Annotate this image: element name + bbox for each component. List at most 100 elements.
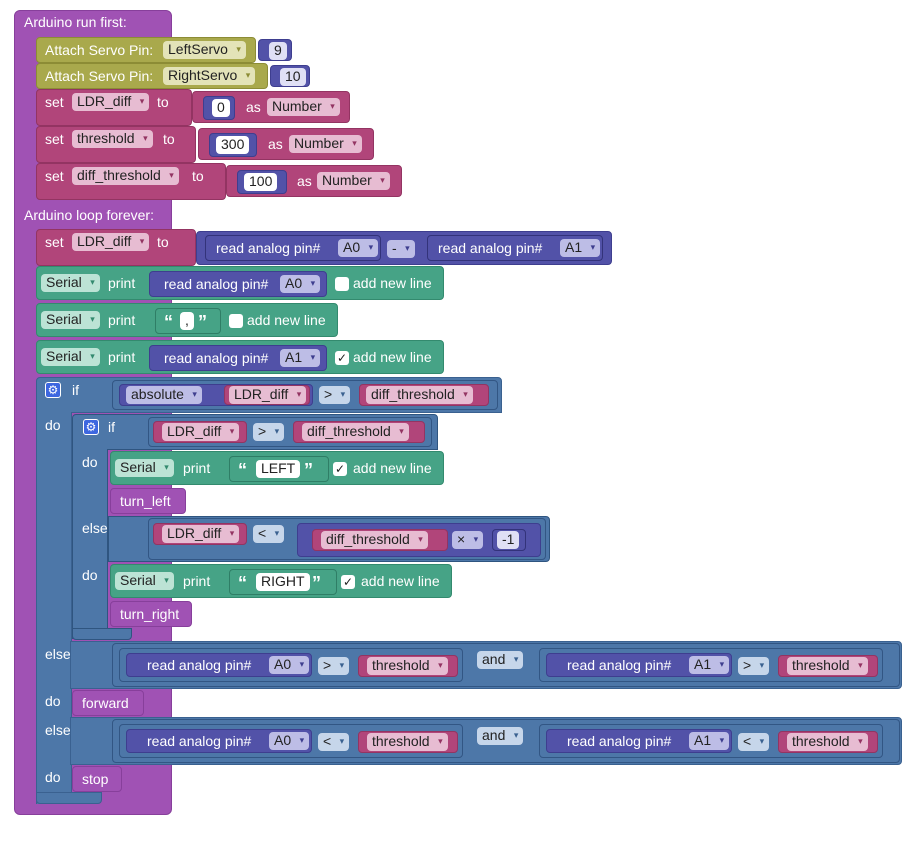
number-field[interactable]: 0 (212, 99, 230, 117)
forward-block[interactable]: forward (72, 690, 144, 716)
read-analog-block[interactable]: read analog pin# A1▾ (546, 729, 732, 753)
logic-operator-dropdown[interactable]: and▾ (477, 651, 524, 669)
serial-print-block[interactable]: Serial▾ print “ , ” add new line (36, 303, 338, 337)
serial-print-block[interactable]: Serial▾ print “ RIGHT ” ✓ add new line (110, 564, 452, 598)
compare-block[interactable]: LDR_diff▾ >▾ diff_threshold▾ (148, 417, 432, 447)
turn-right-block[interactable]: turn_right (110, 601, 192, 627)
variable-dropdown[interactable]: LDR_diff▾ (72, 233, 150, 251)
number-cast-block[interactable]: 300 as Number▾ (198, 128, 374, 160)
servo-dropdown[interactable]: LeftServo▾ (163, 41, 246, 59)
variable-block[interactable]: threshold▾ (778, 731, 878, 753)
variable-dropdown[interactable]: threshold▾ (787, 657, 868, 675)
variable-dropdown[interactable]: threshold▾ (367, 657, 448, 675)
multiply-block[interactable]: diff_threshold▾ ×▾ -1 (297, 523, 541, 557)
compare-block[interactable]: read analog pin# A0▾ <▾ threshold▾ (119, 724, 463, 758)
number-block[interactable]: 300 (209, 133, 257, 157)
read-analog-block[interactable]: read analog pin# A1▾ (149, 345, 327, 371)
pin-dropdown[interactable]: A1▾ (689, 732, 730, 750)
logic-operator-dropdown[interactable]: and▾ (477, 727, 524, 745)
variable-dropdown[interactable]: threshold▾ (367, 733, 448, 751)
text-block[interactable]: “ LEFT ” (229, 456, 329, 482)
variable-dropdown[interactable]: LDR_diff▾ (162, 525, 240, 543)
newline-checkbox[interactable]: ✓ (333, 462, 347, 476)
logic-and-block[interactable]: read analog pin# A0▾ >▾ threshold▾ and▾ … (112, 643, 900, 687)
variable-dropdown[interactable]: LDR_diff▾ (162, 423, 240, 441)
type-dropdown[interactable]: Number▾ (317, 172, 390, 190)
variable-block[interactable]: LDR_diff▾ (224, 385, 310, 405)
compare-operator-dropdown[interactable]: >▾ (318, 657, 350, 675)
read-analog-block[interactable]: read analog pin# A0▾ (126, 653, 312, 677)
newline-checkbox[interactable] (335, 277, 349, 291)
gear-icon[interactable]: ⚙ (83, 419, 99, 435)
pin-dropdown[interactable]: A1▾ (689, 656, 730, 674)
logic-and-block[interactable]: read analog pin# A0▾ <▾ threshold▾ and▾ … (112, 719, 900, 763)
compare-operator-dropdown[interactable]: >▾ (253, 423, 285, 441)
compare-operator-dropdown[interactable]: <▾ (318, 733, 350, 751)
variable-dropdown[interactable]: LDR_diff▾ (72, 93, 150, 111)
arithmetic-block[interactable]: read analog pin# A0▾ -▾ read analog pin#… (196, 231, 612, 265)
stop-block[interactable]: stop (72, 766, 122, 792)
read-analog-block[interactable]: read analog pin# A0▾ (149, 271, 327, 297)
compare-block[interactable]: LDR_diff▾ <▾ diff_threshold▾ ×▾ -1 (148, 518, 546, 560)
type-dropdown[interactable]: Number▾ (289, 135, 362, 153)
variable-dropdown[interactable]: diff_threshold▾ (321, 531, 428, 549)
compare-operator-dropdown[interactable]: <▾ (738, 733, 770, 751)
serial-dropdown[interactable]: Serial▾ (115, 572, 174, 590)
pin-dropdown[interactable]: A0▾ (280, 275, 321, 293)
compare-block[interactable]: read analog pin# A0▾ >▾ threshold▾ (119, 648, 463, 682)
variable-block[interactable]: LDR_diff▾ (153, 523, 247, 545)
pin-dropdown[interactable]: A0▾ (338, 239, 379, 257)
servo-dropdown[interactable]: RightServo▾ (163, 67, 256, 85)
compare-operator-dropdown[interactable]: >▾ (738, 657, 770, 675)
pin-dropdown[interactable]: A0▾ (269, 732, 310, 750)
variable-block[interactable]: threshold▾ (358, 655, 458, 677)
set-variable-block[interactable]: set LDR_diff▾ to (36, 229, 196, 266)
pin-dropdown[interactable]: A1▾ (560, 239, 601, 257)
number-field[interactable]: -1 (497, 531, 520, 549)
pin-number-field[interactable]: 9 (269, 42, 287, 60)
read-analog-block[interactable]: read analog pin# A0▾ (126, 729, 312, 753)
serial-print-block[interactable]: Serial▾ print read analog pin# A1▾ ✓ add… (36, 340, 444, 374)
set-variable-block[interactable]: set diff_threshold▾ to (36, 163, 226, 200)
read-analog-block[interactable]: read analog pin# A0▾ (205, 235, 381, 261)
absolute-block[interactable]: absolute▾ LDR_diff▾ (119, 384, 313, 406)
math-operator-dropdown[interactable]: ×▾ (452, 531, 484, 549)
pin-dropdown[interactable]: A0▾ (269, 656, 310, 674)
newline-checkbox[interactable] (229, 314, 243, 328)
gear-icon[interactable]: ⚙ (45, 382, 61, 398)
read-analog-block[interactable]: read analog pin# A1▾ (546, 653, 732, 677)
math-function-dropdown[interactable]: absolute▾ (126, 386, 202, 404)
variable-block[interactable]: diff_threshold▾ (312, 529, 448, 551)
newline-checkbox[interactable]: ✓ (335, 351, 349, 365)
set-variable-block[interactable]: set threshold▾ to (36, 126, 196, 163)
pin-dropdown[interactable]: A1▾ (280, 349, 321, 367)
pin-number-field[interactable]: 10 (280, 68, 306, 86)
serial-print-block[interactable]: Serial▾ print read analog pin# A0▾ add n… (36, 266, 444, 300)
number-field[interactable]: 300 (216, 136, 250, 154)
text-field[interactable]: LEFT (256, 460, 301, 478)
set-variable-block[interactable]: set LDR_diff▾ to (36, 89, 192, 126)
compare-operator-dropdown[interactable]: <▾ (253, 525, 285, 543)
serial-dropdown[interactable]: Serial▾ (41, 274, 100, 292)
compare-block[interactable]: read analog pin# A1▾ >▾ threshold▾ (539, 648, 883, 682)
variable-block[interactable]: LDR_diff▾ (153, 421, 247, 443)
number-block[interactable]: 0 (203, 96, 235, 120)
text-block[interactable]: “ , ” (155, 308, 221, 334)
text-field[interactable]: , (180, 312, 194, 330)
variable-dropdown[interactable]: threshold▾ (72, 130, 153, 148)
variable-dropdown[interactable]: diff_threshold▾ (302, 423, 409, 441)
read-analog-block[interactable]: read analog pin# A1▾ (427, 235, 603, 261)
number-field[interactable]: 100 (244, 173, 278, 191)
variable-dropdown[interactable]: diff_threshold▾ (366, 386, 473, 404)
variable-block[interactable]: threshold▾ (778, 655, 878, 677)
attach-servo-left-block[interactable]: Attach Servo Pin: LeftServo▾ (36, 37, 256, 63)
type-dropdown[interactable]: Number▾ (267, 98, 340, 116)
attach-servo-right-block[interactable]: Attach Servo Pin: RightServo▾ (36, 63, 268, 89)
compare-block[interactable]: read analog pin# A1▾ <▾ threshold▾ (539, 724, 883, 758)
variable-block[interactable]: diff_threshold▾ (293, 421, 425, 443)
compare-operator-dropdown[interactable]: >▾ (319, 386, 351, 404)
number-cast-block[interactable]: 0 as Number▾ (192, 91, 350, 123)
serial-print-block[interactable]: Serial▾ print “ LEFT ” ✓ add new line (110, 451, 444, 485)
number-cast-block[interactable]: 100 as Number▾ (226, 165, 402, 197)
variable-block[interactable]: threshold▾ (358, 731, 458, 753)
